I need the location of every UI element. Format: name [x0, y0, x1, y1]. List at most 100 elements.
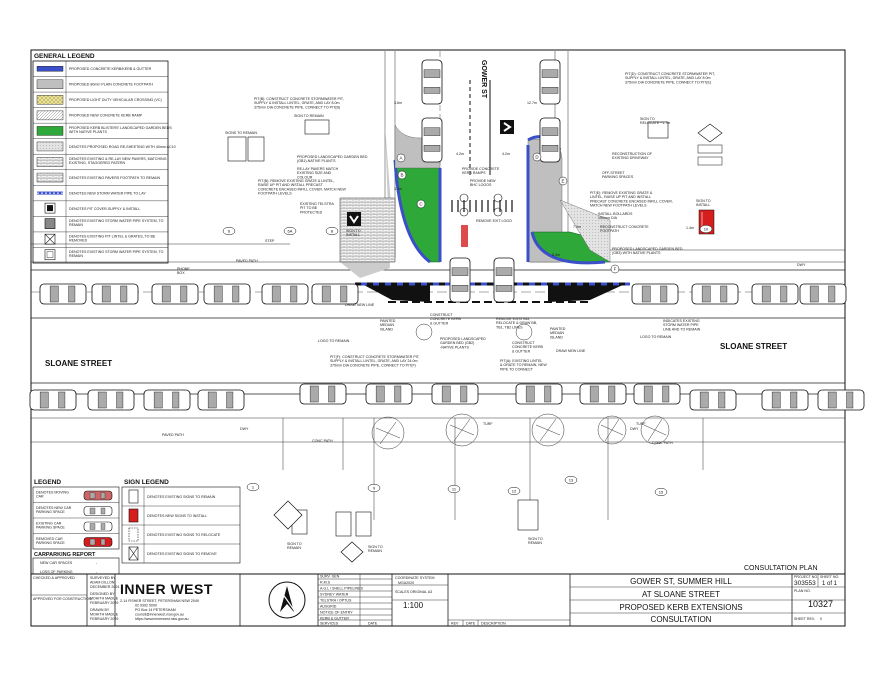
- sign-number-tag: 12: [507, 486, 521, 496]
- plan-number: 10327: [808, 599, 833, 609]
- general-legend-row: PROPOSED LIGHT DUTY VEHICULAR CROSSING (…: [33, 91, 168, 108]
- general-legend-label: PROPOSED KERB BLISTERS' LANDSCAPED GARDE…: [69, 126, 172, 134]
- car-icon: [539, 117, 561, 163]
- sign-number-tag: 8: [325, 226, 339, 236]
- rev-desc-header: DESCRIPTION: [481, 622, 506, 626]
- sign-number-tag: 6A: [283, 226, 297, 236]
- services-header: SERVICES: [320, 622, 339, 626]
- legend-swatch: [36, 110, 64, 121]
- general-legend-row: DENOTES EXISTING STORM WATER PIPE SYSTEM…: [33, 216, 168, 232]
- legend-swatch: [36, 157, 64, 167]
- sheet-rev-label: SHEET REV.: [794, 617, 815, 621]
- service-row-label: A.G.L / SHELL PIPELINES: [320, 587, 363, 591]
- sign-to-remain-top: SIGN TO REMAIN: [294, 114, 324, 118]
- general-legend-row: PROPOSED CONCRETE KERB/KERB & GUTTER: [36, 61, 152, 77]
- council-email: council@innerwest.nsw.gov.au: [135, 613, 184, 617]
- annotation-pit-b-top: PIT(B): CONSTRUCT CONCRETE STORMWATER PI…: [254, 97, 344, 109]
- car-icon: [421, 117, 443, 163]
- draw-new-line-left: DRAW NEW LINE: [345, 303, 375, 307]
- sign-legend-row: DENOTES NEW SIGNS TO INSTALL: [122, 505, 240, 525]
- title-block: CONSULTATION PLAN CHECKED & APPROVED APP…: [30, 565, 846, 627]
- sign-number-tag: 6: [222, 226, 236, 236]
- consultation-plan-label: CONSULTATION PLAN: [744, 565, 818, 572]
- legend-swatch: [36, 66, 64, 72]
- general-legend-row: DENOTES NEW STORM WATER PIPE TO LAY: [33, 185, 168, 201]
- car-icon: [365, 383, 413, 405]
- council-po: PO Box 14 PETERSHAM: [135, 608, 176, 612]
- general-legend-row: PROPOSED KERB BLISTERS' LANDSCAPED GARDE…: [33, 122, 172, 139]
- draw-new-line-right: DRAW NEW LINE: [556, 349, 586, 353]
- remove-relocate-label: REMOVE EXISTING,RELOCATE & DRAW BB,TB1, …: [496, 317, 537, 329]
- logo-remain-left: LOGO TO REMAIN: [318, 339, 350, 343]
- general-legend-row: DENOTES PIT COVER-SUPPLY & INSTALL: [33, 200, 168, 217]
- general-legend-label: DENOTES EXISTING STORM WATER PIPE SYSTEM…: [69, 219, 164, 227]
- dim-6: 1.4m: [686, 226, 694, 230]
- legend-car-icon: [83, 490, 113, 501]
- sign-number-tag: 10: [699, 224, 713, 234]
- sign-number: 1: [252, 484, 255, 489]
- general-legend-label: DENOTES EXISTING STORM WATER PIPE SYSTEM…: [69, 250, 164, 258]
- conc-path-2: CONC PATH: [652, 441, 673, 445]
- sheet-number: 1 of 1: [822, 581, 838, 587]
- car-icon: [751, 283, 799, 305]
- services-date-header: DATE: [368, 622, 378, 626]
- legend-car-icon: [83, 506, 113, 516]
- annotation-pit-f: PIT(F): CONSTRUCT CONCRETE STORMWATER PI…: [330, 355, 420, 367]
- project-label: PROJECT NO.: [794, 575, 818, 579]
- cars-layer: [29, 59, 865, 411]
- sign-number-tag: 9: [367, 483, 381, 493]
- council-address: 2-14 FISHER STREET, PETERSHAM NSW 2049: [120, 599, 199, 603]
- coordinate-system: MGA2020: [398, 581, 414, 585]
- surveyed-by: ADAM DILLON: [90, 581, 115, 585]
- sign-legend-label: DENOTES EXISTING SIGNS TO REMOVE: [147, 552, 217, 556]
- drawing-title-2: AT SLOANE STREET: [642, 590, 720, 599]
- sloane-street-label-right: SLOANE STREET: [720, 342, 787, 351]
- checked-approved: CHECKED & APPROVED: [33, 576, 75, 580]
- service-row-label: KERB & GUTTER: [320, 617, 349, 621]
- sign-number-tag: 13: [564, 475, 578, 485]
- legend-swatch: [37, 191, 63, 195]
- sloane-street-label-left: SLOANE STREET: [45, 359, 112, 368]
- car-icon: [493, 257, 515, 303]
- dim-8: 8.4m: [552, 253, 560, 257]
- carparking-value: -: [96, 561, 98, 565]
- dim-2: 12.7m: [527, 101, 537, 105]
- car-icon: [631, 283, 679, 305]
- callout-letter: B: [400, 173, 403, 178]
- sign-number: 9: [373, 485, 376, 490]
- surveyed-date: DECEMBER 2024: [90, 585, 119, 589]
- plan-labels: SLOANE STREET SLOANE STREET PIT(D): CONS…: [45, 72, 806, 553]
- dim-7: 7.0m: [573, 225, 581, 229]
- dwy-1: DWY: [240, 427, 249, 431]
- drawing-title-4: CONSULTATION: [651, 615, 712, 624]
- general-legend-label: DENOTES EXISTING PIT LINTEL & GRATES, TO…: [69, 235, 156, 243]
- car-icon: [817, 389, 865, 411]
- sign-number-tag: 11: [447, 484, 461, 494]
- project-number: 303553: [794, 580, 816, 587]
- drawing-title-1: GOWER ST, SUMMER HILL: [630, 577, 732, 586]
- general-legend-label: PROPOSED LIGHT DUTY VEHICULAR CROSSING (…: [69, 98, 162, 102]
- dim-3: 4.2m: [456, 152, 464, 156]
- general-legend-label: DENOTES PROPOSED ROAD RE-SHEETING WITH 4…: [69, 145, 176, 149]
- sign-legend-row: DENOTES EXISTING SIGNS TO REMOVE: [122, 543, 240, 563]
- dim-1: 3.6m: [394, 101, 402, 105]
- callout-marker: D: [532, 152, 542, 162]
- sign-legend-icon: [128, 489, 139, 504]
- service-row-label: TELSTRA / OPTUS: [320, 599, 352, 603]
- sign-legend-icon: [128, 527, 139, 542]
- callout-letter: F: [614, 267, 617, 272]
- garden-right-label: PROPOSED LANDSCAPED GARDEN BED(GB3) WITH…: [612, 247, 683, 255]
- car-icon: [515, 383, 563, 405]
- drawn-by-label: DRAWN BY: [90, 608, 110, 612]
- legend-swatch: [36, 141, 64, 152]
